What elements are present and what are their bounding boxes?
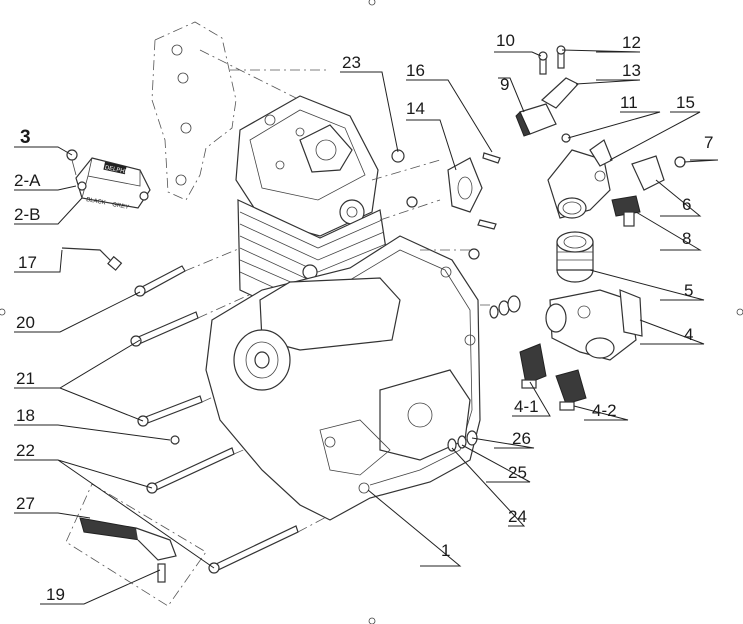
callout-2a: 2-A: [14, 171, 41, 190]
sensor-4-1: [519, 343, 547, 389]
callout-27: 27: [16, 494, 35, 513]
callout-1: 1: [441, 541, 450, 560]
callout-24: 24: [508, 507, 527, 526]
callout-13: 13: [622, 61, 641, 80]
callout-12: 12: [622, 33, 641, 52]
callout-2b: 2-B: [14, 205, 40, 224]
callout-14: 14: [406, 99, 425, 118]
intake-manifold-15: [547, 139, 613, 219]
callout-19: 19: [46, 585, 65, 604]
callout-7: 7: [704, 133, 713, 152]
intake-gasket-14: [447, 152, 501, 230]
callout-4: 4: [684, 325, 693, 344]
callout-4-2: 4-2: [592, 401, 617, 420]
ecu-logo: DELPHI: [104, 165, 127, 175]
callout-25: 25: [508, 463, 527, 482]
callout-22: 22: [16, 441, 35, 460]
callout-4-1: 4-1: [514, 397, 539, 416]
ecu-label-grey: GREY: [112, 202, 130, 211]
callout-26: 26: [512, 429, 531, 448]
callout-3: 3: [20, 127, 31, 148]
engine-mount-bracket: [151, 21, 330, 201]
sensors-6-7-8: [611, 155, 686, 227]
leader-lines: [14, 49, 719, 605]
cylinder-head: [235, 95, 379, 237]
intake-boot-5: [556, 231, 594, 283]
callout-15: 15: [676, 93, 695, 112]
crankcase: [205, 235, 481, 521]
callout-6: 6: [682, 195, 691, 214]
callout-5: 5: [684, 281, 693, 300]
ecu-label-black: BLACK: [86, 197, 106, 206]
callout-9: 9: [500, 75, 509, 94]
callout-20: 20: [16, 313, 35, 332]
throttle-body-4: [545, 289, 643, 361]
callout-17: 17: [18, 253, 37, 272]
callout-18: 18: [16, 406, 35, 425]
callout-23: 23: [342, 53, 361, 72]
bolt-3: [66, 149, 78, 176]
ecu-module: DELPHI BLACK GREY: [75, 157, 151, 211]
callout-labels: 1 2-A 2-B 3 4 4-1 4-2 5 6 7 8 9 10 11 12…: [14, 31, 713, 604]
callout-21: 21: [16, 369, 35, 388]
callout-11: 11: [620, 93, 638, 112]
sensor-4-2: [555, 369, 587, 411]
bracket-13: [515, 45, 579, 143]
callout-8: 8: [682, 229, 691, 248]
callout-10: 10: [496, 31, 515, 50]
sensor-17: [61, 247, 123, 271]
callout-16: 16: [406, 61, 425, 80]
kickstart-lever-box: [65, 483, 207, 607]
